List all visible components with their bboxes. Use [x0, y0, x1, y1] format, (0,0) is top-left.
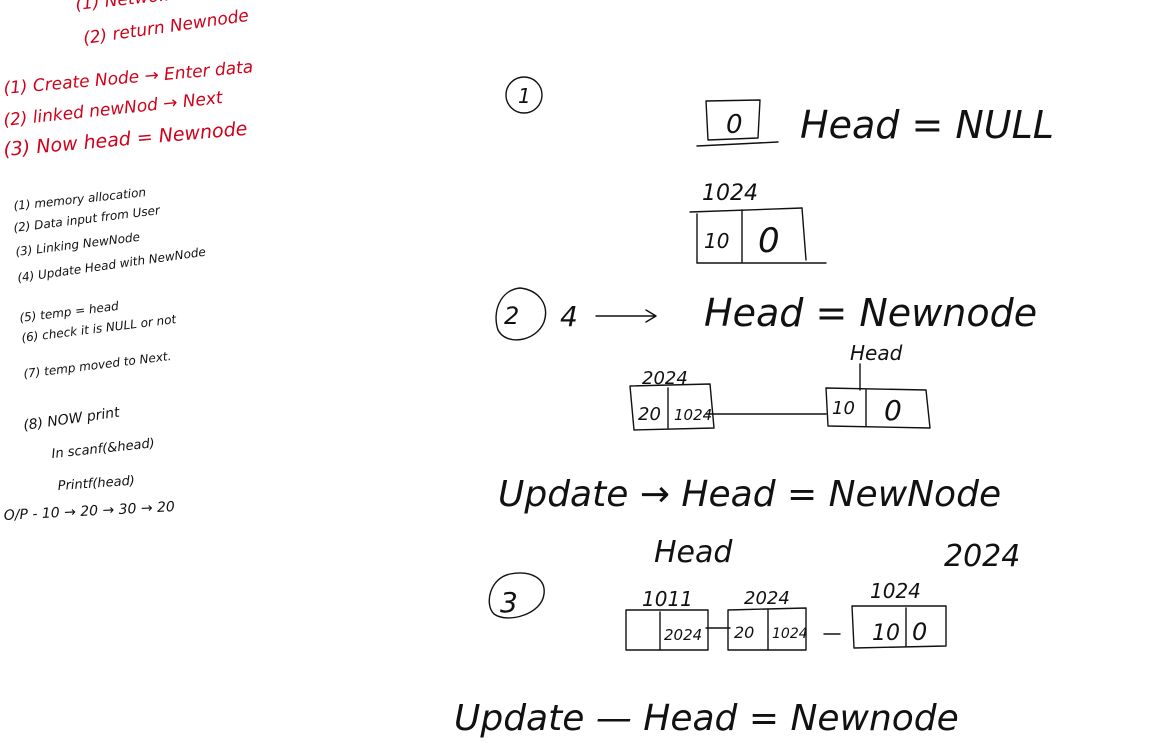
- step-2: 2 4 Head = Newnode Head 2024 20 1024 10 …: [495, 287, 1037, 431]
- step-3-next3: 0: [912, 618, 927, 646]
- step-3-addr3: 1024: [870, 579, 921, 603]
- step-3-head-marker: Head: [654, 535, 733, 570]
- red-notes: (1) Netwo... (2) return Newnode (1) Crea…: [2, 0, 254, 161]
- step-1b-right: [801, 207, 807, 261]
- update-2: Update — Head = Newnode: [454, 698, 959, 739]
- steps-list: (1) memory allocation (2) Data input fro…: [3, 185, 206, 524]
- step-3-data2: 20: [734, 623, 754, 642]
- step-3-node3: [851, 605, 947, 649]
- red-note-1: (1) Netwo...: [74, 0, 175, 15]
- step-3: Head 3 1011 2024 2024 20 1024 1024 10 0: [488, 535, 947, 651]
- step-1-label: 1: [518, 84, 531, 108]
- update-1: Update → Head = NewNode 2024: [498, 474, 1020, 574]
- step-2-right-node: [825, 387, 931, 429]
- step-1: 1 0 Head = NULL 1024 10 0: [505, 76, 1054, 264]
- step-item-3: (3) Linking NewNode: [15, 230, 141, 259]
- step-2-head-text: Head = Newnode: [704, 291, 1037, 335]
- step-item-10: Printf(head): [57, 474, 135, 494]
- step-1b-next: 0: [758, 221, 780, 261]
- step-2-right-next: 0: [884, 394, 902, 427]
- step-2-arrow: [595, 309, 657, 323]
- step-3-data3: 10: [872, 621, 900, 646]
- step-3-addr2: 2024: [744, 588, 790, 609]
- step-1-head-text: Head = NULL: [800, 103, 1054, 147]
- step-2-left-next: 1024: [674, 406, 712, 424]
- output-line: O/P - 10 → 20 → 30 → 20: [3, 499, 175, 524]
- step-1b-address: 1024: [702, 181, 758, 206]
- step-1b-top: [689, 207, 803, 213]
- step-item-7: (7) temp moved to Next.: [23, 349, 172, 381]
- step-3-node2: [727, 607, 807, 651]
- step-2-circle: [495, 287, 547, 341]
- step-3-label: 3: [500, 586, 518, 619]
- update-1-text: Update → Head = NewNode: [498, 474, 1001, 515]
- step-1b-data: 10: [704, 229, 729, 253]
- step-2-arrow-text: 4: [560, 300, 578, 333]
- step-2-right-data: 10: [832, 398, 855, 419]
- step-3-node1: [625, 609, 709, 651]
- red-note-2: (2) return Newnode: [82, 6, 250, 49]
- step-3-next1: 2024: [664, 626, 702, 644]
- step-1-node-box: [705, 99, 761, 141]
- step-1-circle: [505, 76, 543, 114]
- step-2-label: 2: [504, 302, 519, 330]
- update-1-value: 2024: [944, 539, 1020, 574]
- step-2-left-address: 2024: [642, 368, 688, 389]
- step-1-underline: [696, 141, 779, 147]
- step-item-9: In scanf(&head): [51, 436, 156, 462]
- step-3-addr1: 1011: [642, 587, 693, 611]
- step-item-8: (8) NOW print: [22, 405, 121, 434]
- update-2-text: Update — Head = Newnode: [454, 698, 959, 739]
- step-3-circle: [488, 572, 545, 619]
- step-2-left-data: 20: [638, 404, 661, 425]
- step-2-head-marker: Head: [850, 341, 903, 365]
- step-3-next2: 1024: [772, 626, 808, 642]
- step-1-node-value: 0: [726, 110, 743, 140]
- step-2-left-node: [629, 383, 715, 431]
